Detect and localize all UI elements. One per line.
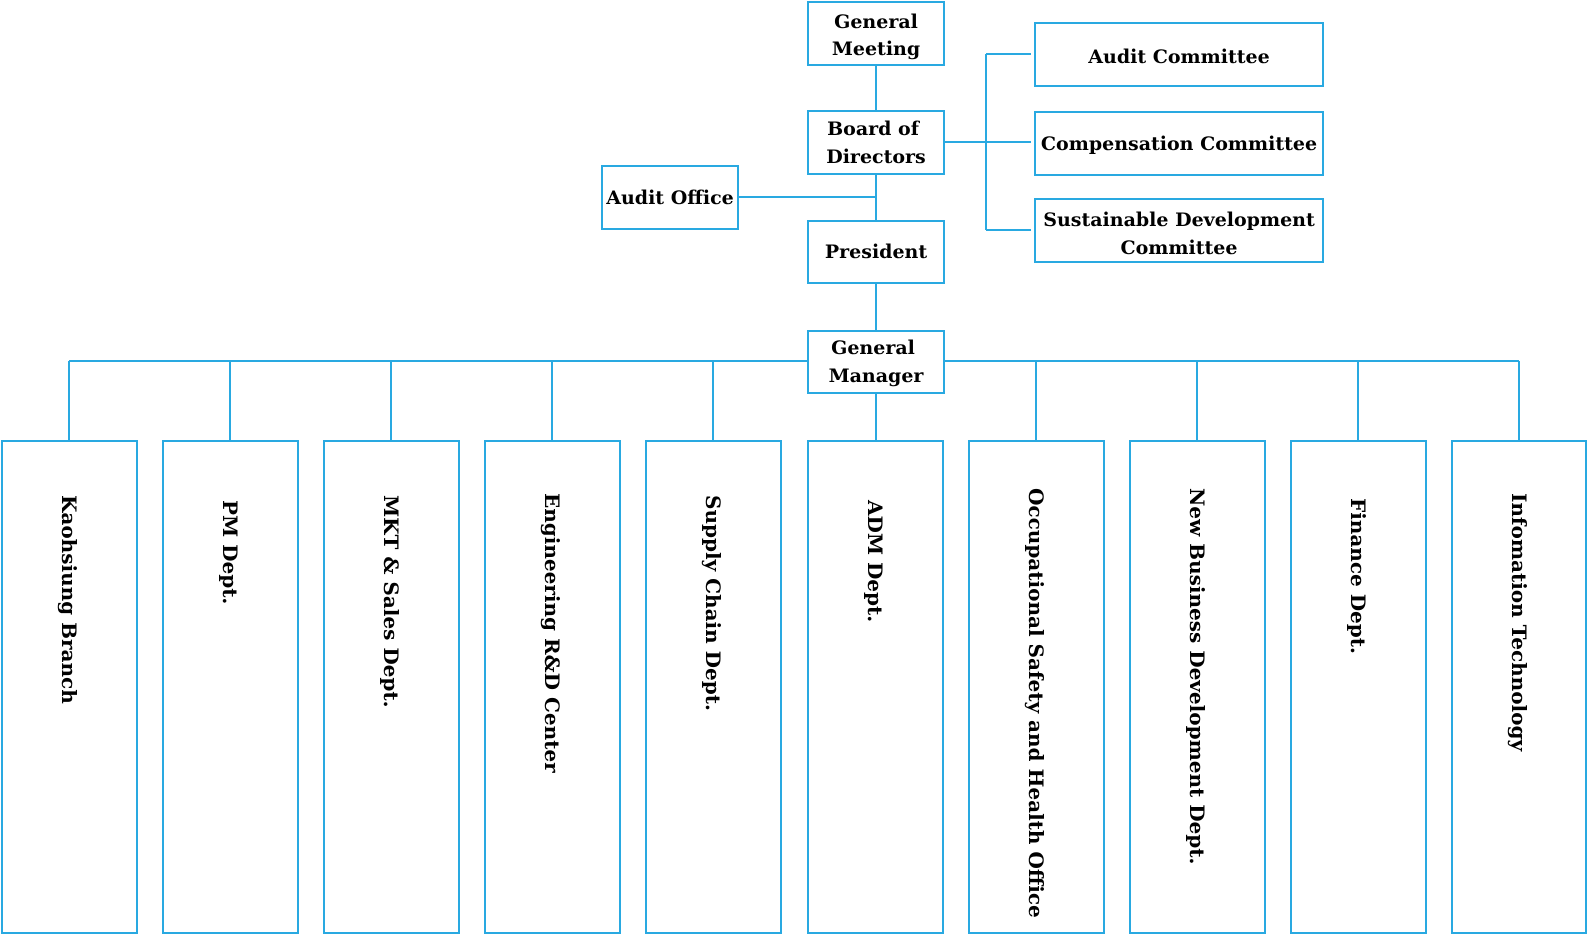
dept-label: Kaohsiung Branch: [57, 495, 81, 704]
dept-finance: Finance Dept.: [1290, 440, 1427, 934]
dept-box: [1, 440, 138, 934]
node-label: Committee: [1121, 237, 1238, 259]
dept-label: Infomation Technology: [1507, 493, 1531, 752]
node-general-meeting: General Meeting: [807, 1, 945, 66]
dept-label: Occupational Safety and Health Office: [1024, 488, 1048, 918]
node-box: [1034, 198, 1324, 263]
dept-label: Engineering R&D Center: [540, 493, 564, 773]
node-label: Sustainable Development: [1043, 209, 1315, 231]
dept-pm: PM Dept.: [162, 440, 299, 934]
dept-label: PM Dept.: [218, 500, 242, 604]
node-general-manager: General Manager: [807, 330, 945, 394]
node-label: General: [834, 11, 918, 33]
dept-mkt-sales: MKT & Sales Dept.: [323, 440, 460, 934]
dept-new-business-development: New Business Development Dept.: [1129, 440, 1266, 934]
dept-occupational-safety-health: Occupational Safety and Health Office: [968, 440, 1105, 934]
node-label: President: [825, 241, 927, 263]
dept-engineering-rd: Engineering R&D Center: [484, 440, 621, 934]
node-label: Board of: [827, 118, 921, 140]
node-box: [1034, 111, 1324, 176]
dept-box: [1129, 440, 1266, 934]
dept-box: [645, 440, 782, 934]
node-box: [807, 1, 945, 66]
node-box: [1034, 22, 1324, 87]
node-audit-office: Audit Office: [601, 165, 739, 230]
dept-kaohsiung-branch: Kaohsiung Branch: [1, 440, 138, 934]
dept-label: MKT & Sales Dept.: [379, 495, 403, 708]
dept-label: Finance Dept.: [1346, 498, 1370, 654]
node-label: Directors: [826, 146, 926, 168]
node-audit-committee: Audit Committee: [1034, 22, 1324, 87]
dept-adm: ADM Dept.: [807, 440, 944, 934]
dept-box: [968, 440, 1105, 934]
node-label: Meeting: [832, 38, 920, 60]
dept-box: [1290, 440, 1427, 934]
node-box: [807, 330, 945, 394]
node-president: President: [807, 220, 945, 284]
dept-label: Supply Chain Dept.: [701, 495, 725, 711]
node-label: Audit Committee: [1087, 46, 1269, 68]
node-box: [807, 220, 945, 284]
dept-supply-chain: Supply Chain Dept.: [645, 440, 782, 934]
node-box: [807, 110, 945, 175]
dept-box: [323, 440, 460, 934]
node-compensation-committee: Compensation Committee: [1034, 111, 1324, 176]
node-label: Manager: [829, 365, 925, 387]
connectors: [68, 53, 1520, 440]
department-row: Kaohsiung Branch PM Dept. MKT & Sales De…: [1, 440, 1587, 934]
node-label: General: [831, 337, 915, 359]
node-label: Compensation Committee: [1041, 133, 1317, 155]
node-label: Audit Office: [605, 187, 733, 209]
dept-box: [162, 440, 299, 934]
node-box: [601, 165, 739, 230]
node-board-of-directors: Board of Directors: [807, 110, 945, 175]
dept-box: [807, 440, 944, 934]
dept-box: [1451, 440, 1587, 934]
dept-label: ADM Dept.: [863, 499, 887, 622]
dept-label: New Business Development Dept.: [1185, 488, 1209, 864]
dept-information-technology: Infomation Technology: [1451, 440, 1587, 934]
dept-box: [484, 440, 621, 934]
node-sustainable-development-committee: Sustainable Development Committee: [1034, 198, 1324, 263]
